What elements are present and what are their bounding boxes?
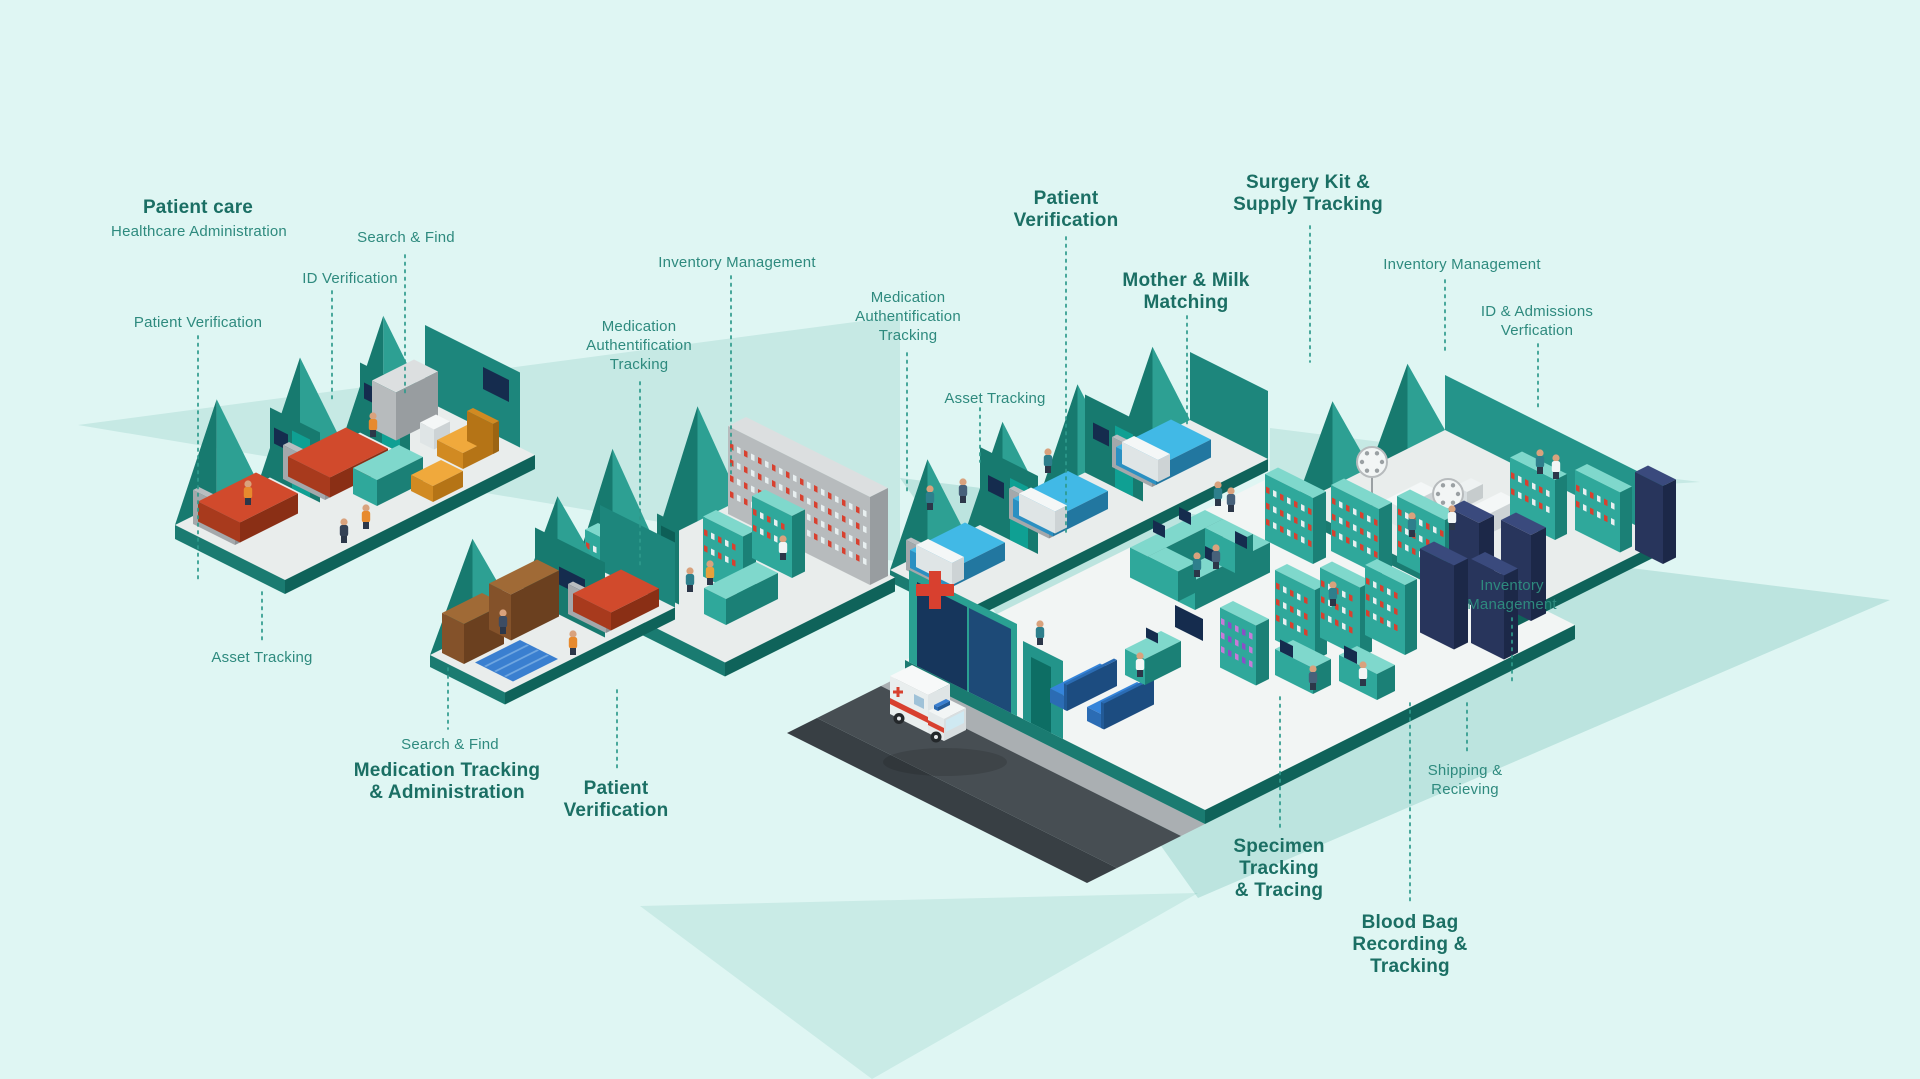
surgery-kit-supply-tracking-label: Surgery Kit & Supply Tracking <box>1233 172 1383 215</box>
asset-tracking-1-label: Asset Tracking <box>211 649 313 666</box>
inventory-management-1-label: Inventory Management <box>658 254 816 271</box>
specimen-tracking-tracing-label: Specimen Tracking & Tracing <box>1233 836 1325 901</box>
blood-bag-recording-tracking-label: Blood Bag Recording & Tracking <box>1352 912 1468 977</box>
healthcare-administration-label: Healthcare Administration <box>111 223 287 240</box>
patient-verification-3-label: Patient Verification <box>563 778 669 821</box>
id-admissions-verfication-label: ID & Admissions Verfication <box>1480 303 1594 339</box>
mother-milk-matching-label: Mother & Milk Matching <box>1122 270 1250 313</box>
inventory-management-3-label: Inventory Management <box>1467 577 1557 613</box>
patient-verification-2-label: Patient Verification <box>1013 188 1119 231</box>
medication-tracking-administration-label: Medication Tracking & Administration <box>353 760 541 803</box>
patient-verification-1-label: Patient Verification <box>133 314 263 331</box>
asset-tracking-2-label: Asset Tracking <box>944 390 1046 407</box>
medication-authentification-tracking-1-label: Medication Authentification Tracking <box>586 318 692 373</box>
shipping-recieving-label: Shipping & Recieving <box>1427 762 1503 798</box>
search-find-1-label: Search & Find <box>357 229 455 246</box>
id-verification-label: ID Verification <box>302 270 398 287</box>
medication-authentification-tracking-2-label: Medication Authentification Tracking <box>855 289 961 344</box>
inventory-management-2-label: Inventory Management <box>1383 256 1541 273</box>
search-find-2-label: Search & Find <box>401 736 499 753</box>
patient-care-label: Patient care <box>142 197 254 218</box>
